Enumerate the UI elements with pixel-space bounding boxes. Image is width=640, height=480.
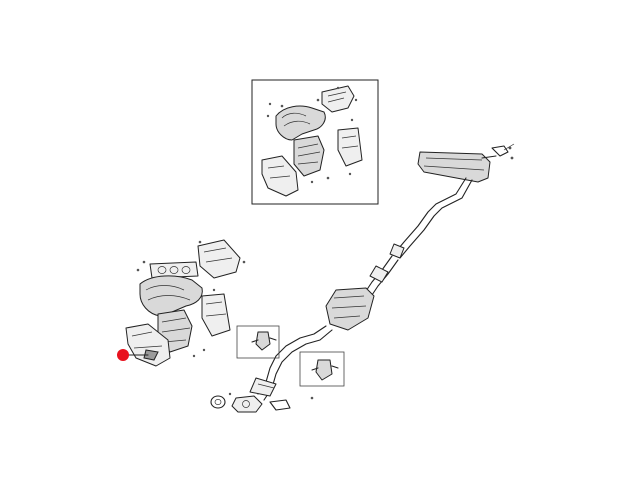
callout-isolator-rear[interactable] [299, 351, 345, 387]
inset-frame [251, 79, 379, 205]
callout-frame [236, 325, 280, 359]
flange-clamp[interactable] [269, 396, 314, 411]
callout-frame [299, 351, 345, 387]
red-callout-dot[interactable] [117, 349, 129, 361]
selected-part-marker[interactable] [117, 349, 149, 361]
front-catalytic-converter-underbody[interactable] [325, 287, 375, 331]
callout-isolator-front[interactable] [236, 325, 280, 359]
center-resonator-pipe[interactable] [363, 255, 399, 299]
tailpipe-hanger[interactable] [491, 143, 515, 160]
inset-side-heat-shield[interactable] [337, 118, 363, 176]
inset-catalytic-converter[interactable] [293, 135, 330, 180]
front-pipe[interactable] [249, 325, 333, 401]
inset-detail-view [251, 79, 379, 205]
gasket[interactable] [210, 395, 226, 409]
inset-exhaust-manifold[interactable] [275, 98, 326, 141]
front-pipe-flange[interactable] [228, 392, 263, 413]
upper-heat-shield[interactable] [197, 239, 246, 279]
inset-hardware [266, 102, 314, 184]
rear-muffler[interactable] [417, 151, 497, 183]
manifold-gasket[interactable] [142, 260, 199, 279]
inset-heat-shield-upper[interactable] [321, 85, 358, 113]
side-heat-shield[interactable] [192, 288, 231, 358]
inset-lower-heat-shield[interactable] [261, 155, 299, 197]
exhaust-manifold[interactable] [136, 268, 203, 317]
intermediate-pipe[interactable] [389, 177, 473, 259]
